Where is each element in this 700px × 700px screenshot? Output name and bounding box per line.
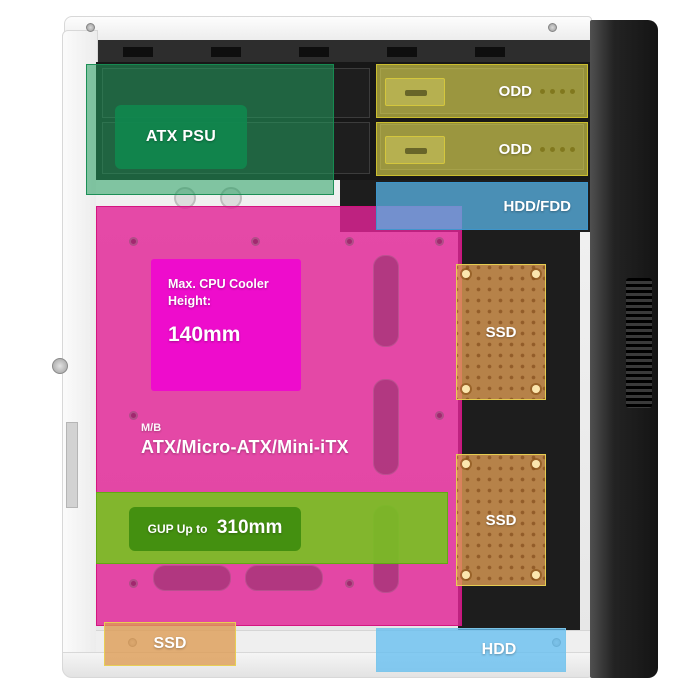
rear-expansion-bracket: [66, 422, 78, 508]
motherboard-form-factors: ATX/Micro-ATX/Mini-iTX: [141, 437, 349, 457]
odd-dots-icon: [540, 146, 575, 152]
ssd-label: SSD: [153, 635, 187, 652]
cpu-cooler-height-value: 140mm: [168, 322, 241, 346]
cage-screw-icon: [462, 460, 470, 468]
cage-screw-icon: [532, 385, 540, 393]
front-vent-grille-icon: [626, 278, 652, 408]
standoff-hole-icon: [129, 411, 138, 420]
cable-cutout: [245, 565, 323, 591]
odd-zone-label: ODD: [498, 82, 532, 100]
ssd-label: SSD: [485, 511, 517, 529]
case-top-vent-strip: [68, 40, 590, 64]
standoff-hole-icon: [251, 237, 260, 246]
motherboard-tag: M/B: [141, 422, 162, 434]
standoff-hole-icon: [129, 579, 138, 588]
hdd-zone-overlay-floor: HDD: [376, 628, 566, 672]
cage-screw-icon: [462, 385, 470, 393]
standoff-hole-icon: [345, 579, 354, 588]
odd-dots-icon: [540, 88, 575, 94]
gpu-length-value: 310mm: [216, 517, 283, 538]
standoff-hole-icon: [129, 237, 138, 246]
gpu-length-label: GUP Up to 310mm: [129, 507, 301, 551]
gpu-zone-overlay: GUP Up to 310mm: [96, 492, 448, 564]
psu-zone-overlay: ATX PSU: [86, 64, 334, 195]
cage-screw-icon: [532, 460, 540, 468]
odd-zone-label: ODD: [498, 140, 532, 158]
cage-screw-icon: [462, 270, 470, 278]
screw-icon: [548, 23, 557, 32]
motherboard-spec-text: M/B ATX/Micro-ATX/Mini-iTX: [141, 422, 349, 458]
odd-bay-cover: [385, 136, 445, 164]
odd-zone-overlay-bottom: ODD: [376, 122, 588, 176]
cpu-cooler-line1: Max. CPU Cooler: [168, 277, 269, 291]
cable-cutout: [153, 565, 231, 591]
cable-cutout: [373, 255, 399, 347]
cpu-cooler-spec-box: Max. CPU Cooler Height: 140mm: [151, 259, 301, 391]
hdd-label: HDD: [481, 641, 517, 658]
cable-cutout: [373, 379, 399, 475]
ssd-zone-overlay-bottom: SSD: [456, 454, 546, 586]
standoff-hole-icon: [435, 411, 444, 420]
ssd-label: SSD: [485, 323, 517, 341]
standoff-hole-icon: [345, 237, 354, 246]
odd-zone-overlay-top: ODD: [376, 64, 588, 118]
cage-screw-icon: [532, 571, 540, 579]
standoff-hole-icon: [435, 237, 444, 246]
thumbscrew: [52, 358, 68, 374]
gpu-length-prefix: GUP Up to: [147, 522, 208, 536]
hdd-fdd-zone-overlay: HDD/FDD: [376, 182, 588, 230]
odd-bay-cover: [385, 78, 445, 106]
cage-screw-icon: [532, 270, 540, 278]
cage-screw-icon: [462, 571, 470, 579]
hdd-fdd-label: HDD/FDD: [503, 197, 572, 215]
screw-icon: [86, 23, 95, 32]
psu-zone-label: ATX PSU: [115, 105, 247, 169]
case-top-edge: [64, 16, 592, 42]
cpu-cooler-line2: Height:: [168, 293, 212, 308]
ssd-zone-overlay-floor: SSD: [104, 622, 236, 666]
ssd-zone-overlay-top: SSD: [456, 264, 546, 400]
